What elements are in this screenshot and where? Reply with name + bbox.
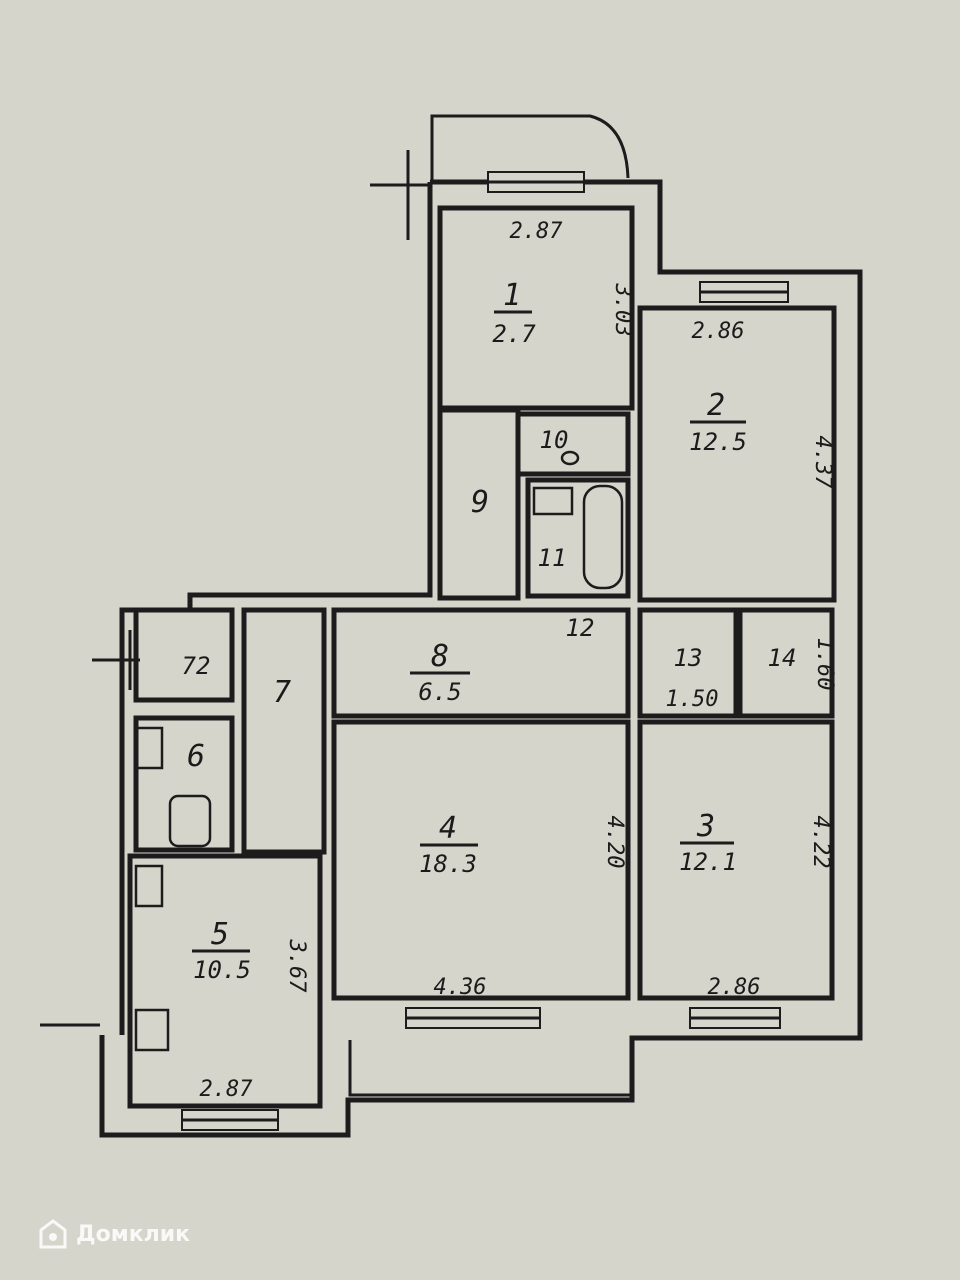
dimension-label: 3.03 <box>610 283 635 337</box>
dimension-label: 4.20 <box>602 816 627 869</box>
sink-icon <box>532 486 574 516</box>
room-area: 10.5 <box>193 956 251 984</box>
room-number: 14 <box>768 644 797 672</box>
dimension-label: 2.86 <box>692 319 745 344</box>
bathtub-icon <box>582 484 624 590</box>
room-area: 12.1 <box>679 848 737 876</box>
room-number: 3 <box>696 809 715 844</box>
room-number: 11 <box>538 544 567 572</box>
room-number: 2 <box>707 388 725 423</box>
room-area: 2.7 <box>492 320 536 348</box>
room-area: 6.5 <box>418 678 461 706</box>
room-number: 9 <box>471 485 489 520</box>
house-logo-icon <box>39 1219 67 1249</box>
outer-walls <box>40 114 863 1138</box>
interior-walls <box>127 205 837 1109</box>
fixtures <box>134 450 624 1052</box>
dimension-label: 3.67 <box>284 939 309 994</box>
balcony-bottom <box>348 1040 634 1097</box>
dimension-label: 2.87 <box>200 1077 254 1102</box>
room-number: 72 <box>182 652 211 680</box>
dimension-labels: 2.87 3.03 2.86 4.37 1.50 1.60 4.36 4.20 … <box>200 219 837 1102</box>
room-number: 13 <box>674 644 703 672</box>
room-area: 12.5 <box>689 428 747 456</box>
stove-icon <box>134 1008 170 1052</box>
sink-icon <box>134 726 164 770</box>
dimension-label: 4.22 <box>808 816 833 869</box>
room-number: 12 <box>566 614 595 642</box>
room-number: 6 <box>187 739 205 774</box>
room-number: 4 <box>439 811 457 846</box>
toilet-icon <box>168 794 212 848</box>
room-labels: 1 2.7 2 12.5 3 12.1 4 18.3 5 10.5 6 7 8 … <box>182 278 797 984</box>
room-number: 8 <box>431 639 449 674</box>
dimension-label: 2.87 <box>510 219 564 244</box>
room-number: 7 <box>273 675 291 710</box>
watermark-text: Домклик <box>76 1221 191 1247</box>
dimension-label: 1.60 <box>812 638 837 691</box>
watermark: Домклик <box>38 1218 190 1250</box>
room-number: 10 <box>540 426 569 454</box>
windows <box>181 171 789 1131</box>
room-number: 5 <box>211 917 229 952</box>
sink-icon <box>560 450 580 466</box>
dimension-label: 1.50 <box>666 687 719 712</box>
kitchen-sink-icon <box>134 864 164 908</box>
dimension-label: 4.36 <box>434 975 487 1000</box>
room-number: 1 <box>503 278 521 313</box>
balcony-top <box>430 114 630 182</box>
dimension-label: 2.86 <box>708 975 761 1000</box>
room-area: 18.3 <box>419 850 477 878</box>
dimension-label: 4.37 <box>810 436 835 490</box>
